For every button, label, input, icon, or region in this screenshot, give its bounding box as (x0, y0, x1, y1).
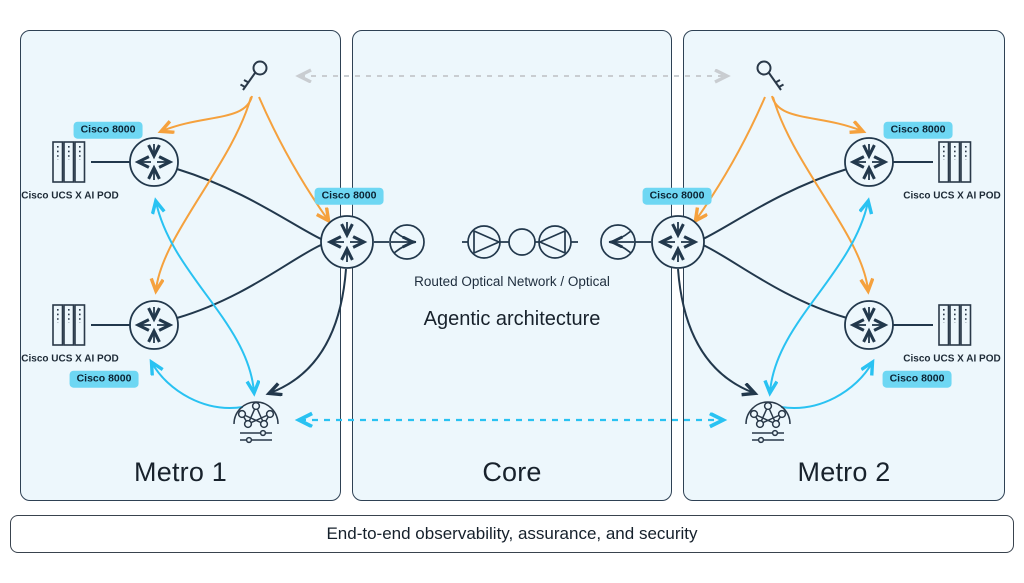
core-architecture-label: Agentic architecture (423, 308, 601, 330)
ucs-ai-pod-label: Cisco UCS X AI POD (903, 190, 1001, 202)
cisco-8000-badge: Cisco 8000 (69, 370, 139, 388)
panel-core: Core (352, 30, 672, 501)
cisco-8000-badge: Cisco 8000 (882, 370, 952, 388)
cisco-8000-badge: Cisco 8000 (642, 187, 712, 205)
observability-banner: End-to-end observability, assurance, and… (10, 515, 1014, 553)
panel-metro-1: Metro 1 (20, 30, 341, 501)
cisco-8000-badge: Cisco 8000 (314, 187, 384, 205)
core-title: Core (482, 457, 542, 487)
cisco-8000-badge: Cisco 8000 (883, 121, 953, 139)
ucs-ai-pod-label: Cisco UCS X AI POD (903, 353, 1001, 365)
core-subtitle: Routed Optical Network / Optical (414, 274, 610, 289)
ucs-ai-pod-label: Cisco UCS X AI POD (21, 353, 119, 365)
ucs-ai-pod-label: Cisco UCS X AI POD (21, 190, 119, 202)
metro-1-title: Metro 1 (134, 457, 227, 487)
metro-2-title: Metro 2 (797, 457, 891, 487)
observability-banner-text: End-to-end observability, assurance, and… (326, 524, 698, 543)
panel-metro-2: Metro 2 (683, 30, 1005, 501)
cisco-8000-badge: Cisco 8000 (73, 121, 143, 139)
